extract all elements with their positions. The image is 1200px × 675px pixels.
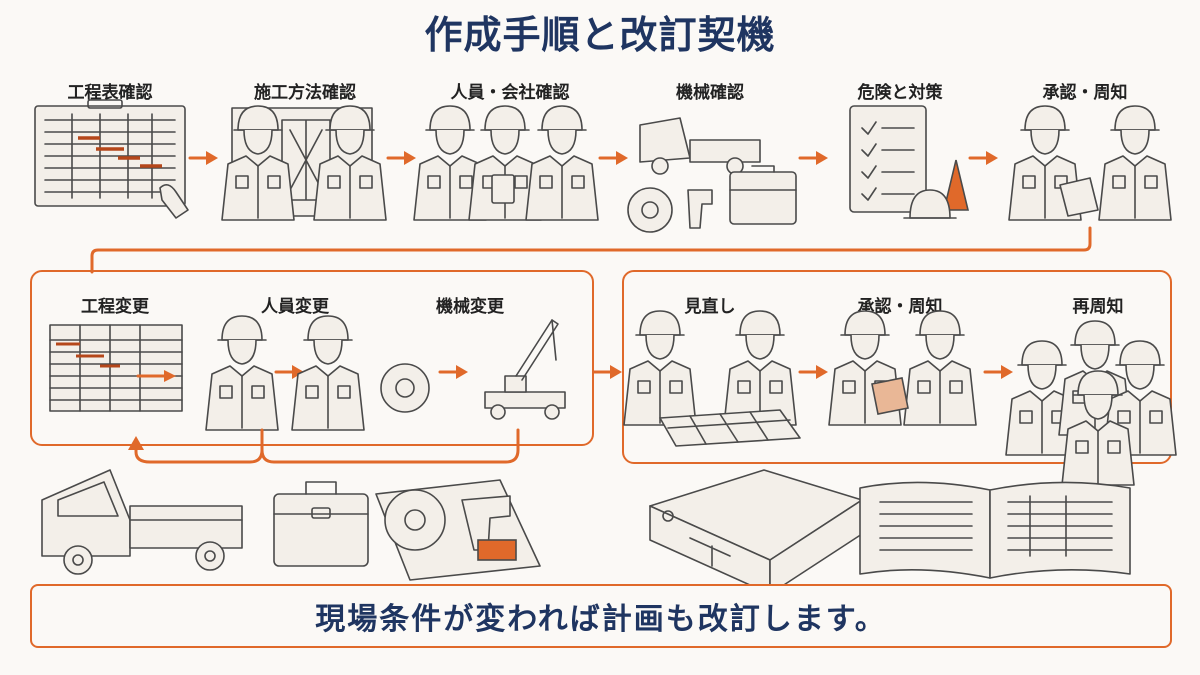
step-label-schedule-check: 工程表確認 [67,83,153,103]
feedback-loop-left [134,444,264,464]
bottom-truck-icon [41,469,243,575]
change-label-schedule: 工程変更 [81,297,149,317]
review-label-renotify: 再周知 [1072,297,1124,317]
footer-message: 現場条件が変われば計画も改訂します。 [30,584,1172,648]
approval-workers-icon [1008,105,1172,221]
personnel-change-icon [205,315,365,431]
change-label-machine: 機械変更 [436,297,504,317]
bottom-saw-drill-case-icon [375,479,541,581]
diagram-title: 作成手順と改訂契機 [424,13,776,57]
feedback-loop-right [260,428,520,464]
schedule-change-icon [49,324,183,412]
review-approval-icon [828,310,977,426]
bottom-binder-icon [649,469,863,595]
review-label-approval: 承認・周知 [857,297,943,317]
machine-change-icon [380,319,566,420]
review-box [622,270,1172,464]
step-label-machine-check: 機械確認 [676,83,744,103]
truck-and-tools-icon [627,117,797,233]
method-check-icon [221,105,387,221]
bottom-toolbox-icon [273,481,369,567]
step-label-approval: 承認・周知 [1042,83,1128,103]
change-triggers-box [30,270,594,446]
flow-connector-top [90,226,1092,274]
change-label-personnel: 人員変更 [261,297,329,317]
step-label-method-check: 施工方法確認 [254,83,356,103]
personnel-group-icon [413,105,599,221]
renotify-group-icon [1005,320,1177,486]
review-label-revise: 見直し [684,297,736,317]
schedule-board-icon [34,99,189,219]
checklist-helmet-cone-icon [849,105,970,219]
review-meeting-icon [623,310,801,447]
bottom-open-manual-icon [859,481,1131,579]
step-label-personnel-check: 人員・会社確認 [450,83,570,103]
step-label-hazard-measures: 危険と対策 [857,83,943,103]
